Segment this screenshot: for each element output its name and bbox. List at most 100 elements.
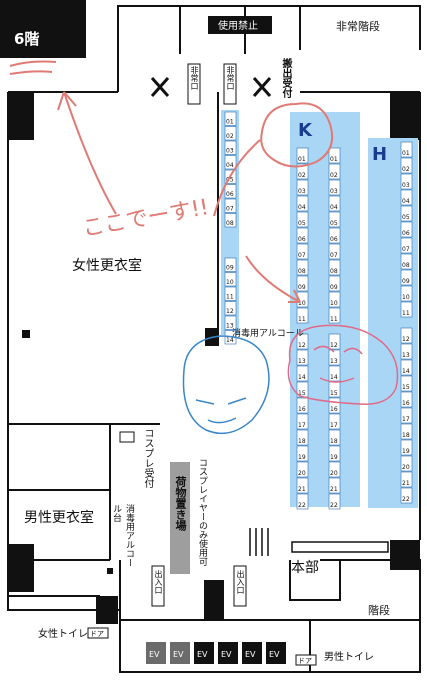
block-k-left-stall-number: 15 — [298, 390, 306, 397]
block-k-right-stall-number: 10 — [330, 300, 338, 307]
block-h-stall — [400, 141, 413, 158]
block-h-label: H — [372, 144, 387, 165]
block-i-stall-number: 09 — [226, 265, 234, 272]
block-k-left-stall-number: 03 — [298, 188, 306, 195]
block-k-right-stall — [328, 477, 341, 494]
block-i-stall-number: 06 — [226, 191, 234, 198]
block-h-stall — [400, 471, 413, 488]
cosplay-reception-label: コスプレ受付 — [142, 428, 153, 488]
block-h-stall — [400, 205, 413, 222]
block-k-right-stall — [328, 349, 341, 366]
annotation-arrows — [9, 60, 334, 303]
block-k-right-stall — [328, 493, 341, 510]
block-h-stall-number: 05 — [402, 214, 410, 221]
block-i-stall — [224, 140, 237, 155]
block-h-stall — [400, 487, 413, 504]
block-k-left-stall-number: 01 — [298, 156, 306, 163]
block-k-left-stall-number: 17 — [298, 422, 306, 429]
block-h-stall-number: 18 — [402, 432, 410, 439]
block-k-right-stall — [328, 461, 341, 478]
block-h-stall — [400, 455, 413, 472]
elevator-box — [194, 642, 214, 664]
elevator-box — [146, 642, 166, 664]
womens-toilet-label: 女性トイレ — [38, 627, 88, 640]
block-k-right-stall — [328, 429, 341, 446]
block-k-left-stall — [296, 275, 309, 292]
block-h-stall — [400, 407, 413, 424]
floor-label: 6階 — [14, 30, 39, 48]
block-k-left-stall-number: 16 — [298, 406, 306, 413]
block-k-right-stall-number: 08 — [330, 268, 338, 275]
block-i-stall-number: 02 — [226, 133, 234, 140]
block-h-stall-number: 11 — [402, 310, 410, 317]
block-k-left-stall — [296, 445, 309, 462]
elevator-box — [242, 642, 262, 664]
block-h-stall-number: 15 — [402, 384, 410, 391]
block-k-right-stall — [328, 163, 341, 180]
block-k-left-stall-number: 14 — [298, 374, 306, 381]
block-k-right-stall-number: 02 — [330, 172, 338, 179]
block-k-right-stall-number: 07 — [330, 252, 338, 259]
block-k-right-stall — [328, 365, 341, 382]
block-h-stall-number: 10 — [402, 294, 410, 301]
block-k-left-stall-number: 22 — [298, 502, 306, 509]
block-i-stall — [224, 286, 237, 301]
block-h-stall — [400, 237, 413, 254]
block-k-left-stall — [296, 365, 309, 382]
block-i-stall — [224, 213, 237, 228]
block-k-right-stall-number: 04 — [330, 204, 338, 211]
block-h-stall-number: 14 — [402, 368, 410, 375]
block-k-left-stall — [296, 477, 309, 494]
block-k-left-stall — [296, 147, 309, 164]
block-h-stall — [400, 359, 413, 376]
block-k-left-stall — [296, 307, 309, 324]
block-k-right-stall-number: 16 — [330, 406, 338, 413]
block-k-right-stall-number: 21 — [330, 486, 338, 493]
elevator-label: EV — [245, 650, 256, 659]
block-k-left-stall-number: 12 — [298, 342, 306, 349]
block-k-left-stall-number: 13 — [298, 358, 306, 365]
stairs-label: 階段 — [368, 603, 390, 617]
block-k-right-stall-number: 11 — [330, 316, 338, 323]
no-entry-text: 使用禁止 — [218, 19, 258, 32]
mens-dressing-room-label: 男性更衣室 — [24, 509, 94, 526]
block-i-stall — [224, 126, 237, 141]
block-i-stall — [224, 257, 237, 272]
block-k-right-stall-number: 13 — [330, 358, 338, 365]
block-k-right-stall-number: 01 — [330, 156, 338, 163]
block-h-stall-number: 12 — [402, 336, 410, 343]
block-h-stall-number: 01 — [402, 150, 410, 157]
character-doodle-blue — [182, 335, 270, 435]
block-h-stall — [400, 253, 413, 270]
block-h-stall-number: 03 — [402, 182, 410, 189]
emergency-exit-left-label: 非常口 — [190, 66, 199, 90]
pillars — [0, 0, 420, 624]
block-k-left-stall-number: 11 — [298, 316, 306, 323]
block-k-right-stall — [328, 275, 341, 292]
block-i-stall — [224, 301, 237, 316]
cosplayer-only-label: コスプレイヤーのみ使用可 — [197, 458, 207, 566]
block-h-stall — [400, 423, 413, 440]
elevator-box — [266, 642, 286, 664]
block-h-stall — [400, 189, 413, 206]
block-k-right-stall-number: 15 — [330, 390, 338, 397]
block-i-stall-number: 05 — [226, 177, 234, 184]
block-k-right-stall-number: 18 — [330, 438, 338, 445]
door-left-box — [87, 627, 109, 639]
block-i-stall-number: 14 — [226, 337, 234, 344]
block-k-right-stall — [328, 243, 341, 260]
block-k-left-stall-number: 02 — [298, 172, 306, 179]
block-k-right-stall-number: 14 — [330, 374, 338, 381]
block-k-right-stall — [328, 147, 341, 164]
block-k-left-stall-number: 20 — [298, 470, 306, 477]
block-k-left-stall — [296, 333, 309, 350]
block-k-right-stall-number: 22 — [330, 502, 338, 509]
block-i-stall-number: 12 — [226, 308, 234, 315]
luggage-area-label: 荷物置き場 — [174, 476, 187, 531]
block-k-left-stall-number: 09 — [298, 284, 306, 291]
block-h-stall-number: 07 — [402, 246, 410, 253]
block-h-stall-number: 13 — [402, 352, 410, 359]
block-i-stall-number: 04 — [226, 162, 234, 169]
door-right-box — [295, 654, 317, 666]
